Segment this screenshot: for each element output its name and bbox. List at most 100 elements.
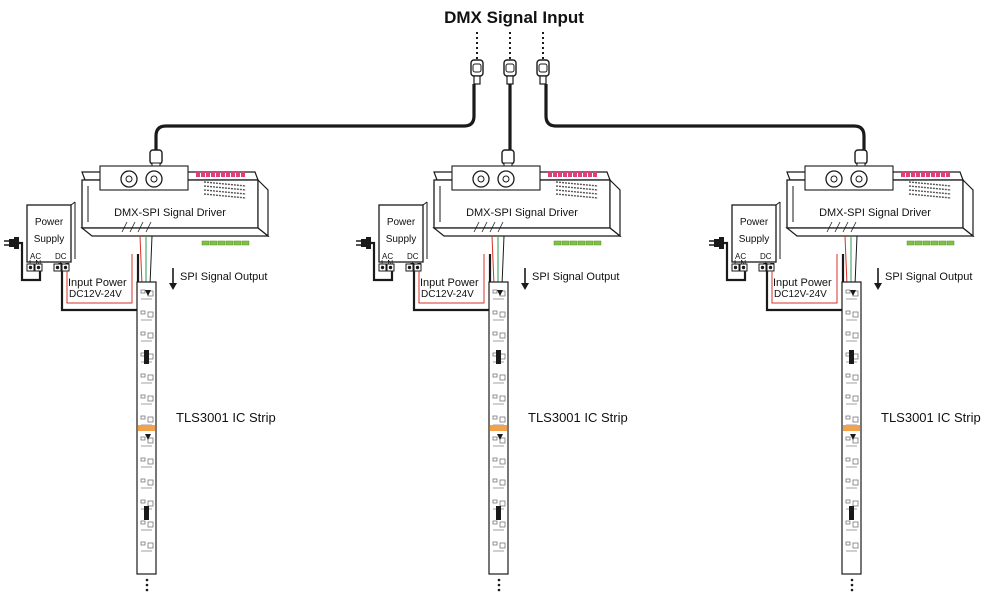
- screw-icon: [733, 265, 738, 270]
- xlr-plug-boot: [539, 75, 547, 85]
- signal-wire-red: [139, 235, 143, 286]
- led-chip-icon: [852, 500, 859, 507]
- screw-icon: [36, 265, 41, 270]
- xlr-connector-icon: [501, 149, 515, 165]
- terminal-pin-label: [489, 221, 496, 233]
- led-chip-icon: [852, 311, 859, 318]
- dip-legend-text: [203, 189, 247, 195]
- signal-wire-black: [149, 235, 153, 286]
- led-chip-icon: [852, 374, 859, 381]
- led-strip: [488, 281, 509, 592]
- dip-switch-icon: [563, 171, 567, 177]
- terminal-pin-label: [129, 221, 136, 233]
- led-chip-icon: [140, 499, 146, 504]
- xlr-plug-face: [472, 63, 482, 73]
- dc-wire-red: [66, 254, 133, 304]
- ac-cord: [371, 241, 394, 282]
- led-chip-icon: [147, 332, 154, 339]
- terminal-block-icon: [914, 240, 923, 246]
- power-supply-box: [378, 204, 424, 263]
- ac-label: AC: [382, 252, 393, 261]
- dip-switch-icon: [241, 171, 245, 177]
- terminal-block-icon: [577, 240, 586, 246]
- dip-switch-icon: [906, 171, 910, 177]
- dip-legend-text: [908, 189, 952, 195]
- continuation-dot: [850, 583, 854, 587]
- led-chip-icon: [140, 457, 146, 462]
- continuation-dot: [850, 588, 854, 592]
- input-power-label: Input Power: [420, 277, 479, 289]
- dip-switch-icon: [558, 171, 562, 177]
- dip-switch-icon: [553, 171, 557, 177]
- dip-legend-text: [555, 181, 599, 187]
- strip-cut-mark: [138, 425, 155, 431]
- driver-panel: [804, 165, 894, 191]
- led-chip-icon: [492, 499, 498, 504]
- continuation-dot: [497, 583, 501, 587]
- terminal-pin-label: [121, 221, 128, 233]
- input-power-label: Input Power: [773, 277, 832, 289]
- led-chip-icon: [499, 374, 506, 381]
- led-chip-icon: [852, 479, 859, 486]
- driver-side: [609, 178, 621, 238]
- power-supply-label: Supply: [386, 234, 417, 245]
- dmx-input-cables: [470, 32, 550, 85]
- strip-cut-mark: [843, 425, 860, 431]
- led-chip-icon: [140, 310, 146, 315]
- input-voltage-label: DC12V-24V: [69, 289, 122, 300]
- dip-switch-icon: [578, 171, 582, 177]
- input-power-label: Input Power: [68, 277, 127, 289]
- led-chip-icon: [492, 310, 498, 315]
- driver-label: DMX-SPI Signal Driver: [114, 207, 226, 219]
- led-chip-icon: [499, 479, 506, 486]
- strip-direction-arrow: [497, 434, 503, 440]
- terminal-pin-label: [137, 221, 144, 233]
- dc-label: DC: [55, 252, 67, 261]
- ac-plug-icon: [9, 239, 14, 247]
- led-chip-icon: [499, 521, 506, 528]
- led-chip-icon: [852, 521, 859, 528]
- driver-panel: [451, 165, 541, 191]
- driver-bottom: [80, 227, 270, 237]
- screw-icon: [380, 265, 385, 270]
- dip-switch-icon: [926, 171, 930, 177]
- driver-panel: [99, 165, 189, 191]
- led-chip-icon: [147, 416, 154, 423]
- terminal-block-icon: [225, 240, 234, 246]
- led-chip-icon: [492, 415, 498, 420]
- spi-output-label: SPI Signal Output: [180, 271, 267, 283]
- terminal-block-icon: [241, 240, 250, 246]
- led-chip-icon: [499, 311, 506, 318]
- led-chip-icon: [147, 437, 154, 444]
- continuation-dot: [497, 578, 501, 582]
- spi-arrow-head: [874, 283, 882, 290]
- socket-pin: [855, 175, 863, 183]
- terminal-block-icon: [209, 240, 218, 246]
- ac-plug: [356, 237, 394, 282]
- dip-switch-icon: [931, 171, 935, 177]
- power-supply: PowerSupplyACDCL N+ −: [26, 201, 76, 272]
- ic-chip-icon: [849, 506, 854, 520]
- ic-chip-icon: [496, 350, 501, 364]
- led-chip-icon: [492, 289, 498, 294]
- screw-icon: [760, 265, 765, 270]
- socket-pin: [502, 175, 510, 183]
- led-chip-icon: [492, 394, 498, 399]
- dip-switch-icon: [226, 171, 230, 177]
- dip-legend-text: [908, 185, 952, 191]
- terminal-pin-label: [473, 221, 480, 233]
- terminal-block-icon: [569, 240, 578, 246]
- dip-legend-text: [908, 193, 952, 199]
- dip-switch-icon: [548, 171, 552, 177]
- ac-plug-icon: [714, 239, 719, 247]
- led-chip-icon: [140, 520, 146, 525]
- led-chip-icon: [492, 478, 498, 483]
- terminal-pin-label: [826, 221, 833, 233]
- dip-switch-icon: [216, 171, 220, 177]
- screw-icon: [768, 265, 773, 270]
- terminal-block-icon: [593, 240, 602, 246]
- dip-legend-text: [908, 181, 952, 187]
- ic-chip-icon: [496, 506, 501, 520]
- power-supply-box: [731, 204, 777, 263]
- diagram-title: DMX Signal Input: [444, 8, 584, 27]
